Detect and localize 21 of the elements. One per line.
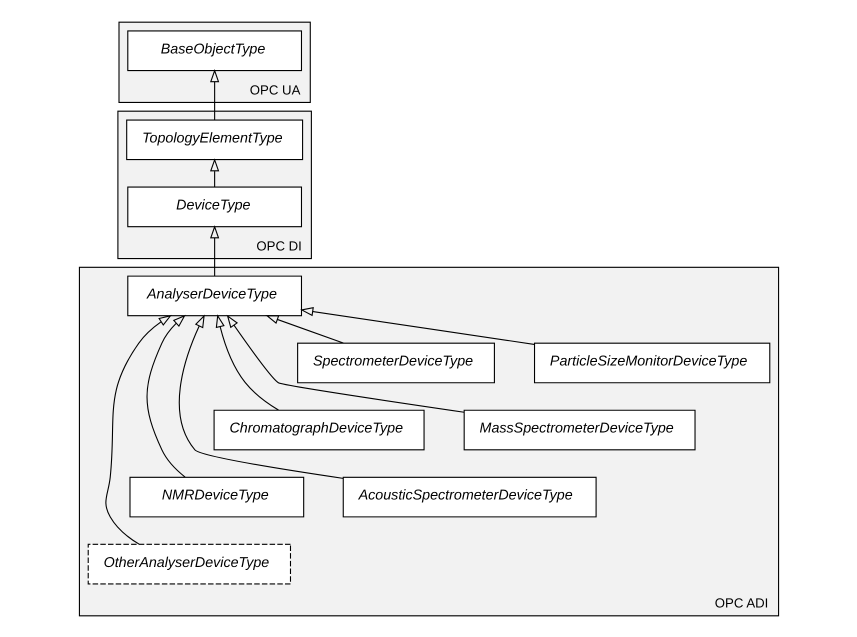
node-box: OtherAnalyserDeviceType (87, 543, 291, 584)
node-box: BaseObjectType (126, 30, 302, 71)
node-box: SpectrometerDeviceType (296, 342, 494, 383)
node-box: MassSpectrometerDeviceType (463, 409, 696, 450)
arrow (210, 158, 219, 186)
arrow (146, 314, 186, 478)
node-box: TopologyElementType (126, 118, 303, 160)
node-box: NMRDeviceType (128, 476, 304, 517)
arrow (215, 314, 278, 410)
arrow (226, 314, 464, 412)
arrow (104, 314, 172, 544)
arrow (264, 314, 344, 344)
node-box: ParticleSizeMonitorDeviceType (533, 342, 770, 383)
arrow (300, 306, 534, 344)
arrow (178, 314, 343, 478)
arrow (210, 68, 219, 120)
node-box: ChromatographDeviceType (213, 409, 424, 450)
node-box: AnalyserDeviceType (126, 275, 302, 316)
node-box: DeviceType (126, 186, 302, 227)
arrow (210, 224, 219, 276)
node-box: AcousticSpectrometerDeviceType (342, 476, 596, 517)
